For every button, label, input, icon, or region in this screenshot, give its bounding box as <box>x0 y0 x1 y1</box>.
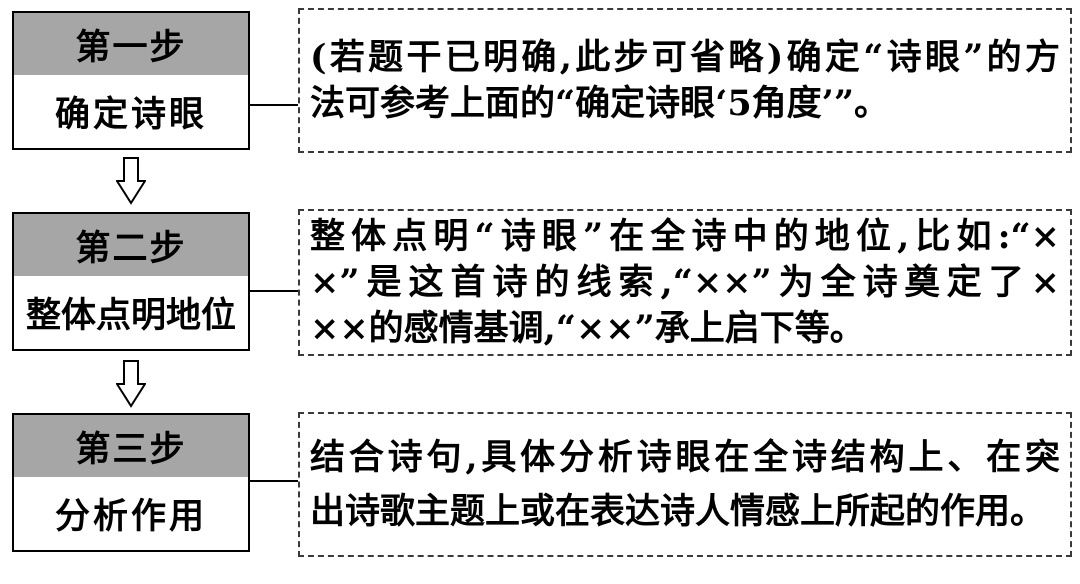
step-body: 确定诗眼 <box>14 75 248 148</box>
description-line: (若题干已明确,此步可省略)确定“诗眼”的方 <box>310 36 1060 78</box>
step-header: 第一步 <box>14 13 248 75</box>
description-line: ××的感情基调,“××”承上启下等。 <box>310 307 865 349</box>
step-label: 第一步 <box>75 26 187 68</box>
step-box-1: 第一步 确定诗眼 <box>12 11 250 150</box>
down-arrow-icon <box>116 157 146 205</box>
step-description-box-2: 整体点明“诗眼”在全诗中的地位,比如:“× ×”是这首诗的线索,“××”为全诗奠… <box>298 209 1072 356</box>
step-label: 第三步 <box>75 428 187 470</box>
step-description-box-3: 结合诗句,具体分析诗眼在全诗结构上、在突 出诗歌主题上或在表达诗人情感上所起的作… <box>298 412 1072 557</box>
step-title: 确定诗眼 <box>54 94 207 135</box>
description-line: ×”是这首诗的线索,“××”为全诗奠定了× <box>310 261 1060 303</box>
step-description-box-1: (若题干已明确,此步可省略)确定“诗眼”的方 法可参考上面的“确定诗眼‘5角度’… <box>298 8 1072 153</box>
step-body: 分析作用 <box>14 477 248 550</box>
connector-line <box>250 480 298 482</box>
step-body: 整体点明地位 <box>14 276 248 349</box>
step-header: 第二步 <box>14 214 248 276</box>
step-label: 第二步 <box>75 227 187 269</box>
description-line: 出诗歌主题上或在表达诗人情感上所起的作用。 <box>310 490 1046 532</box>
description-line: 整体点明“诗眼”在全诗中的地位,比如:“× <box>310 215 1060 257</box>
step-box-2: 第二步 整体点明地位 <box>12 212 250 351</box>
description-line: 结合诗句,具体分析诗眼在全诗结构上、在突 <box>310 436 1060 478</box>
step-title: 分析作用 <box>54 496 207 537</box>
step-box-3: 第三步 分析作用 <box>12 413 250 552</box>
connector-line <box>250 104 298 106</box>
connector-line <box>250 290 298 292</box>
down-arrow-icon <box>116 360 146 408</box>
description-line: 法可参考上面的“确定诗眼‘5角度’”。 <box>310 82 889 124</box>
step-header: 第三步 <box>14 415 248 477</box>
step-title: 整体点明地位 <box>25 295 236 336</box>
